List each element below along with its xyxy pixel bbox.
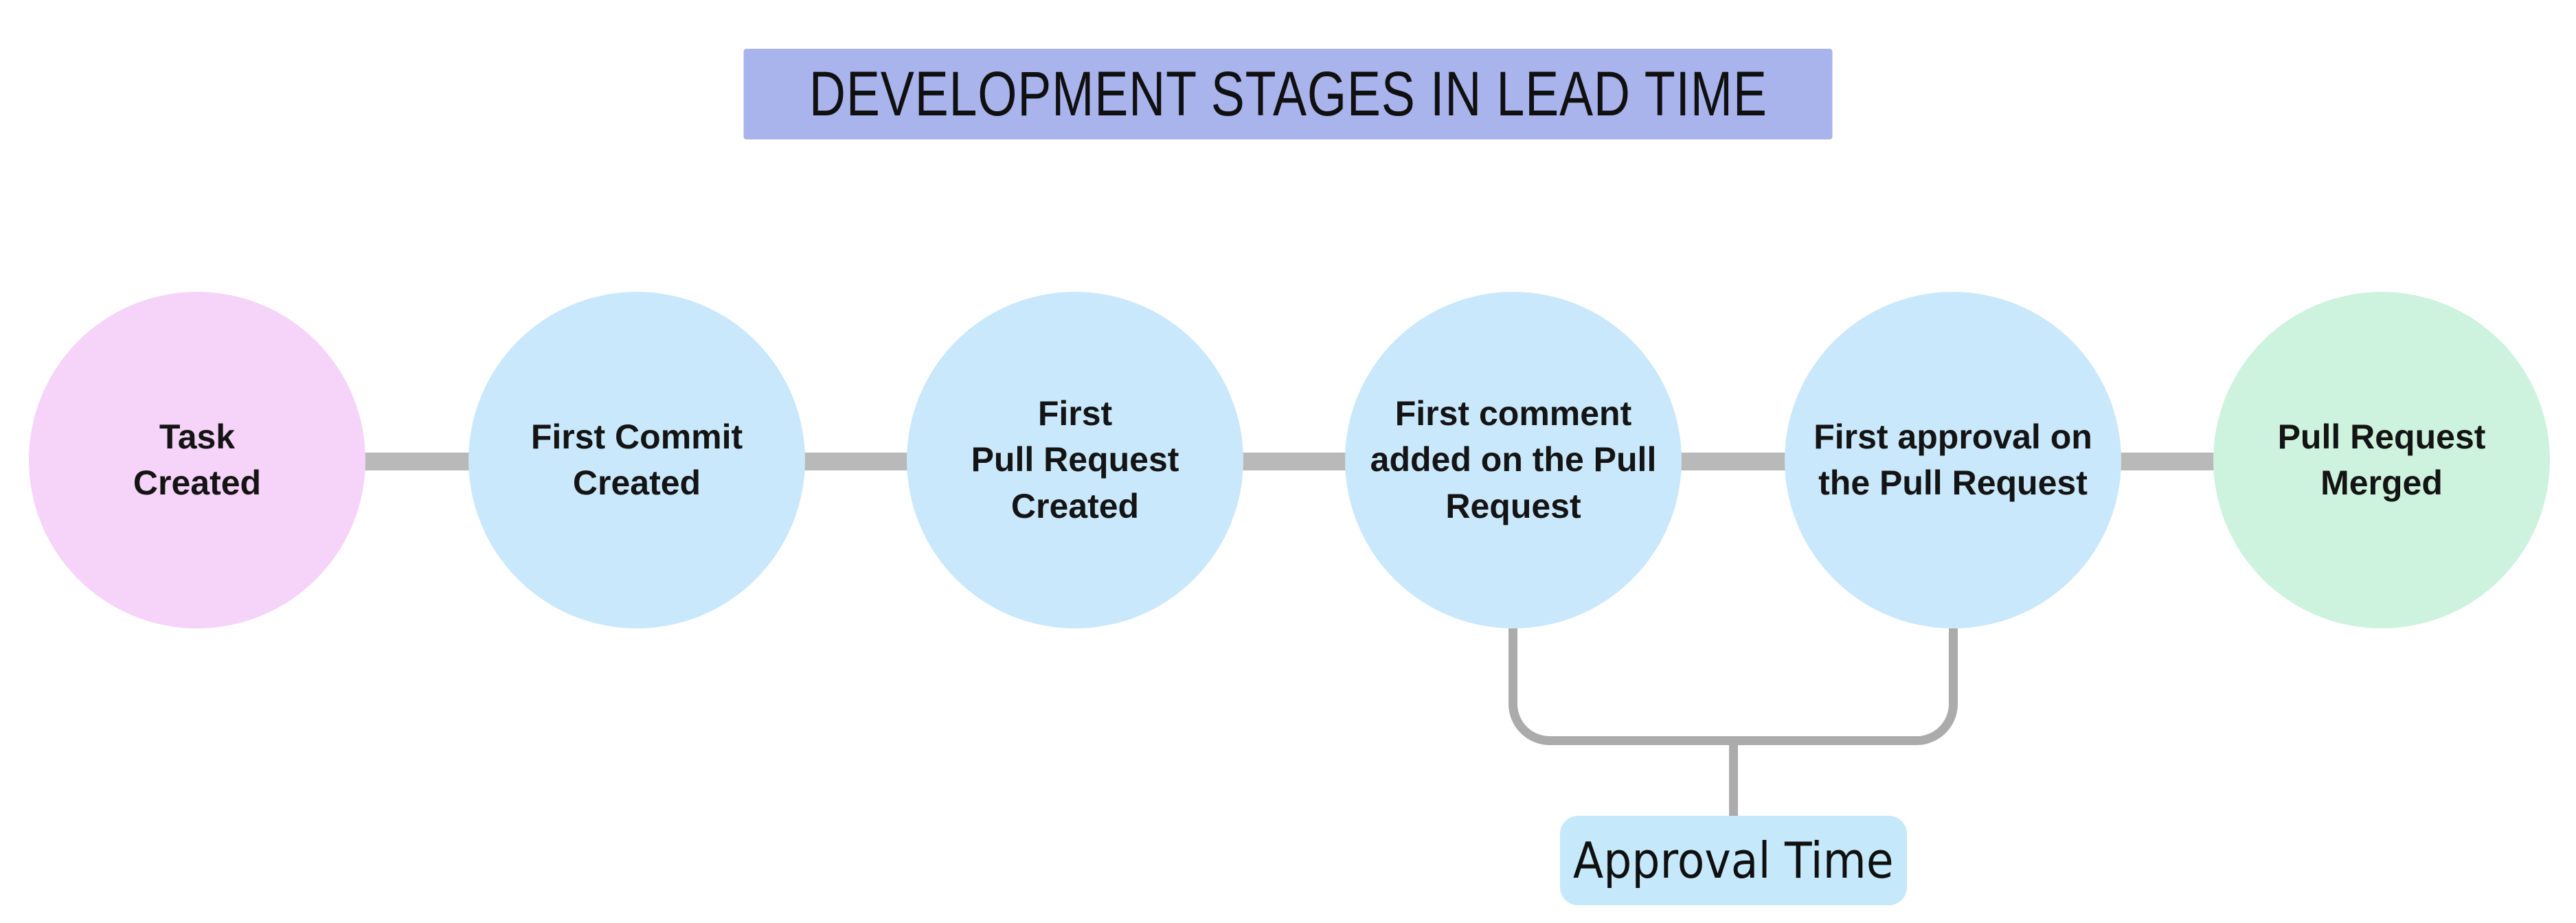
stage-label: First Pull Request Created <box>971 394 1179 525</box>
stage-label: Task Created <box>133 417 262 503</box>
diagram-title: DEVELOPMENT STAGES IN LEAD TIME <box>743 49 1833 139</box>
stage-label: First approval on the Pull Request <box>1814 417 2092 503</box>
stage-label: Pull Request Merged <box>2277 417 2486 503</box>
stage-label: First Commit Created <box>530 417 743 503</box>
stage-label: First comment added on the Pull Request <box>1370 394 1657 525</box>
stage-node-first-commit-created: First Commit Created <box>468 292 805 628</box>
stage-node-first-approval: First approval on the Pull Request <box>1785 292 2121 628</box>
approval-time-bracket <box>1509 628 1958 745</box>
approval-time-bracket-stem <box>1729 740 1738 817</box>
stage-node-task-created: Task Created <box>29 292 365 628</box>
approval-time-label-box: Approval Time <box>1560 816 1907 905</box>
diagram-title-text: DEVELOPMENT STAGES IN LEAD TIME <box>809 58 1767 129</box>
stage-node-first-pull-request-created: First Pull Request Created <box>907 292 1243 628</box>
stage-node-pull-request-merged: Pull Request Merged <box>2213 292 2550 628</box>
stage-node-first-comment-added: First comment added on the Pull Request <box>1345 292 1682 628</box>
approval-time-label: Approval Time <box>1573 832 1894 889</box>
